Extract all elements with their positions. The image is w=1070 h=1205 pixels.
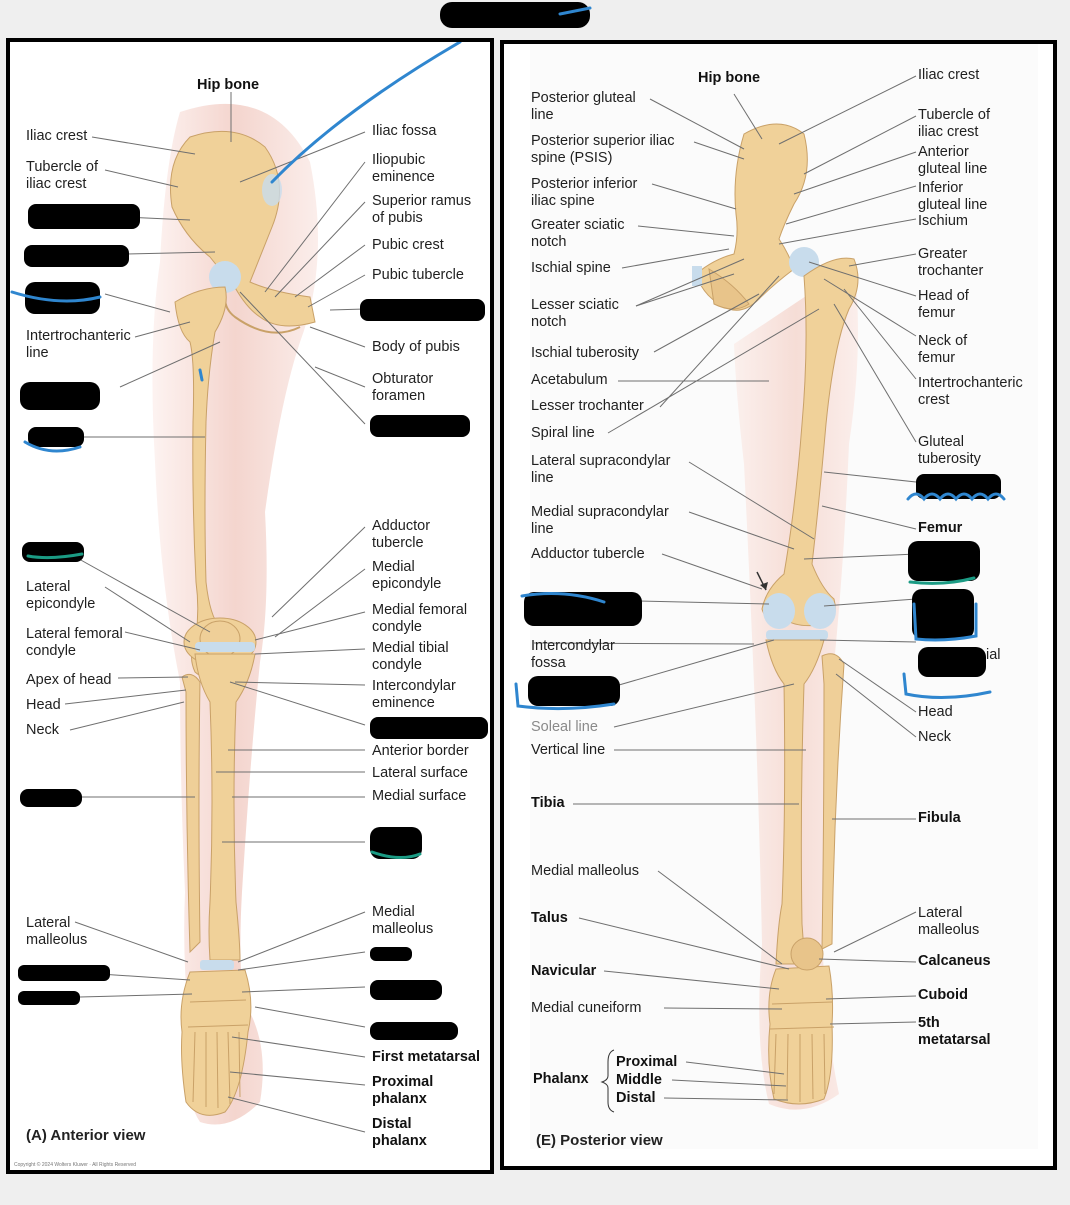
label-hip-bone: Hip bone bbox=[197, 77, 260, 93]
label-superior-ramus-pubis: Superior ramus of pubis bbox=[372, 193, 472, 226]
label-pubic-crest: Pubic crest bbox=[372, 237, 444, 253]
label-ischial-tuberosity: Ischial tuberosity bbox=[531, 345, 639, 361]
label-navicular: Navicular bbox=[531, 963, 597, 979]
label-lesser-trochanter: Lesser trochanter bbox=[531, 398, 644, 414]
label-intercondylar-fossa: Intercondylar fossa bbox=[531, 638, 615, 671]
label-lateral-epicondyle: Lateral epicondyle bbox=[26, 579, 96, 612]
fibula-shape bbox=[181, 673, 201, 954]
label-ischial-spine: Ischial spine bbox=[531, 260, 611, 276]
label-head: Head bbox=[26, 697, 61, 713]
label-lateral-malleolus-posterior: Lateral malleolus bbox=[918, 905, 980, 938]
label-head-fibula: Head bbox=[918, 704, 953, 720]
label-body-of-pubis: Body of pubis bbox=[372, 339, 460, 355]
label-medial-malleolus: Medial malleolus bbox=[372, 904, 434, 937]
label-medial-malleolus-posterior: Medial malleolus bbox=[531, 863, 639, 879]
label-lateral-supracondylar-line: Lateral supracondylar line bbox=[531, 453, 671, 486]
caption-posterior-view: (E) Posterior view bbox=[536, 1132, 663, 1149]
label-medial-epicondyle: Medial epicondyle bbox=[372, 559, 442, 592]
label-gluteal-tuberosity: Gluteal tuberosity bbox=[918, 434, 981, 467]
label-pubic-tubercle: Pubic tubercle bbox=[372, 267, 464, 283]
label-lateral-surface: Lateral surface bbox=[372, 765, 468, 781]
label-lesser-sciatic-notch: Lesser sciatic notch bbox=[531, 297, 619, 330]
hip-bone-posterior bbox=[695, 123, 808, 311]
label-psis: Posterior superior iliac spine (PSIS) bbox=[531, 133, 675, 166]
label-neck: Neck bbox=[26, 722, 60, 738]
anterior-view-panel: Hip bone Iliac crest Tubercle of iliac c… bbox=[6, 38, 494, 1174]
label-iliac-crest-posterior: Iliac crest bbox=[918, 67, 980, 83]
label-lateral-femoral-condyle: Lateral femoral condyle bbox=[26, 626, 123, 659]
label-iliopubic-eminence: Iliopubic eminence bbox=[372, 152, 435, 185]
label-intercondylar-eminence: Intercondylar eminence bbox=[372, 678, 456, 711]
label-spiral-line: Spiral line bbox=[531, 425, 595, 441]
label-medial-femoral-condyle: Medial femoral condyle bbox=[372, 602, 468, 635]
copyright-notice: Copyright © 2024 Wolters Kluwer · All Ri… bbox=[14, 1162, 136, 1168]
label-lateral-malleolus: Lateral malleolus bbox=[26, 915, 88, 948]
label-cuboid: Cuboid bbox=[918, 987, 968, 1003]
label-posterior-gluteal-line: Posterior gluteal line bbox=[531, 90, 636, 123]
label-anterior-border: Anterior border bbox=[372, 743, 469, 759]
label-hip-bone-posterior: Hip bone bbox=[698, 70, 761, 86]
tibia-shape bbox=[194, 653, 256, 961]
label-obturator-foramen: Obturator foramen bbox=[372, 371, 434, 404]
label-apex-of-head: Apex of head bbox=[26, 672, 112, 688]
label-inferior-gluteal-line: Inferior gluteal line bbox=[918, 180, 988, 213]
label-tubercle-iliac-crest: Tubercle of iliac crest bbox=[26, 159, 98, 192]
label-femur: Femur bbox=[918, 520, 963, 536]
anterior-skeleton-illustration bbox=[10, 42, 488, 1133]
label-head-of-femur: Head of femur bbox=[918, 288, 969, 321]
label-adductor-tubercle-posterior: Adductor tubercle bbox=[531, 546, 645, 562]
label-distal-phalanx: Distal phalanx bbox=[372, 1116, 427, 1149]
label-anterior-gluteal-line: Anterior gluteal line bbox=[918, 144, 988, 177]
label-5th-metatarsal: 5th metatarsal bbox=[918, 1015, 991, 1048]
posterior-skeleton-illustration bbox=[514, 75, 1006, 1113]
label-medial-tibial-condyle: Medial tibial condyle bbox=[372, 640, 449, 673]
label-acetabulum: Acetabulum bbox=[531, 372, 608, 388]
top-annotations bbox=[440, 2, 592, 28]
label-tubercle-iliac-crest-posterior: Tubercle of iliac crest bbox=[918, 107, 990, 140]
posterior-view-panel: Hip bone Posterior gluteal line Posterio… bbox=[500, 40, 1057, 1170]
label-intertrochanteric-line: Intertrochanteric line bbox=[26, 328, 131, 361]
label-greater-trochanter: Greater trochanter bbox=[918, 246, 984, 279]
label-first-metatarsal: First metatarsal bbox=[372, 1049, 480, 1065]
caption-anterior-view: (A) Anterior view bbox=[26, 1127, 146, 1144]
label-fibula: Fibula bbox=[918, 810, 961, 826]
label-tibia: Tibia bbox=[531, 795, 565, 811]
fibula-posterior bbox=[821, 653, 845, 950]
label-proximal-phalanx: Proximal phalanx bbox=[372, 1074, 434, 1107]
label-medial-surface: Medial surface bbox=[372, 788, 467, 804]
foot-posterior bbox=[768, 965, 834, 1105]
label-ial-fragment: ial bbox=[986, 647, 1001, 663]
label-vertical-line: Vertical line bbox=[531, 742, 606, 758]
label-greater-sciatic-notch: Greater sciatic notch bbox=[531, 217, 625, 250]
label-medial-cuneiform: Medial cuneiform bbox=[531, 1000, 642, 1016]
foot-shape bbox=[180, 969, 252, 1116]
label-piis: Posterior inferior iliac spine bbox=[531, 176, 638, 209]
label-adductor-tubercle: Adductor tubercle bbox=[372, 518, 431, 551]
label-proximal: Proximal bbox=[616, 1054, 678, 1070]
label-medial-supracondylar-line: Medial supracondylar line bbox=[531, 504, 669, 537]
label-iliac-fossa: Iliac fossa bbox=[372, 123, 437, 139]
label-neck-fibula: Neck bbox=[918, 729, 952, 745]
label-calcaneus: Calcaneus bbox=[918, 953, 991, 969]
label-talus: Talus bbox=[531, 910, 568, 926]
label-ischium: Ischium bbox=[918, 213, 968, 229]
label-distal: Distal bbox=[616, 1090, 656, 1106]
label-neck-of-femur: Neck of femur bbox=[918, 333, 968, 366]
label-middle: Middle bbox=[616, 1072, 662, 1088]
hip-bone-shape bbox=[169, 130, 316, 327]
label-intertrochanteric-crest: Intertrochanteric crest bbox=[918, 375, 1023, 408]
label-iliac-crest: Iliac crest bbox=[26, 128, 88, 144]
label-soleal-line: Soleal line bbox=[531, 719, 598, 735]
label-phalanx: Phalanx bbox=[533, 1071, 589, 1087]
